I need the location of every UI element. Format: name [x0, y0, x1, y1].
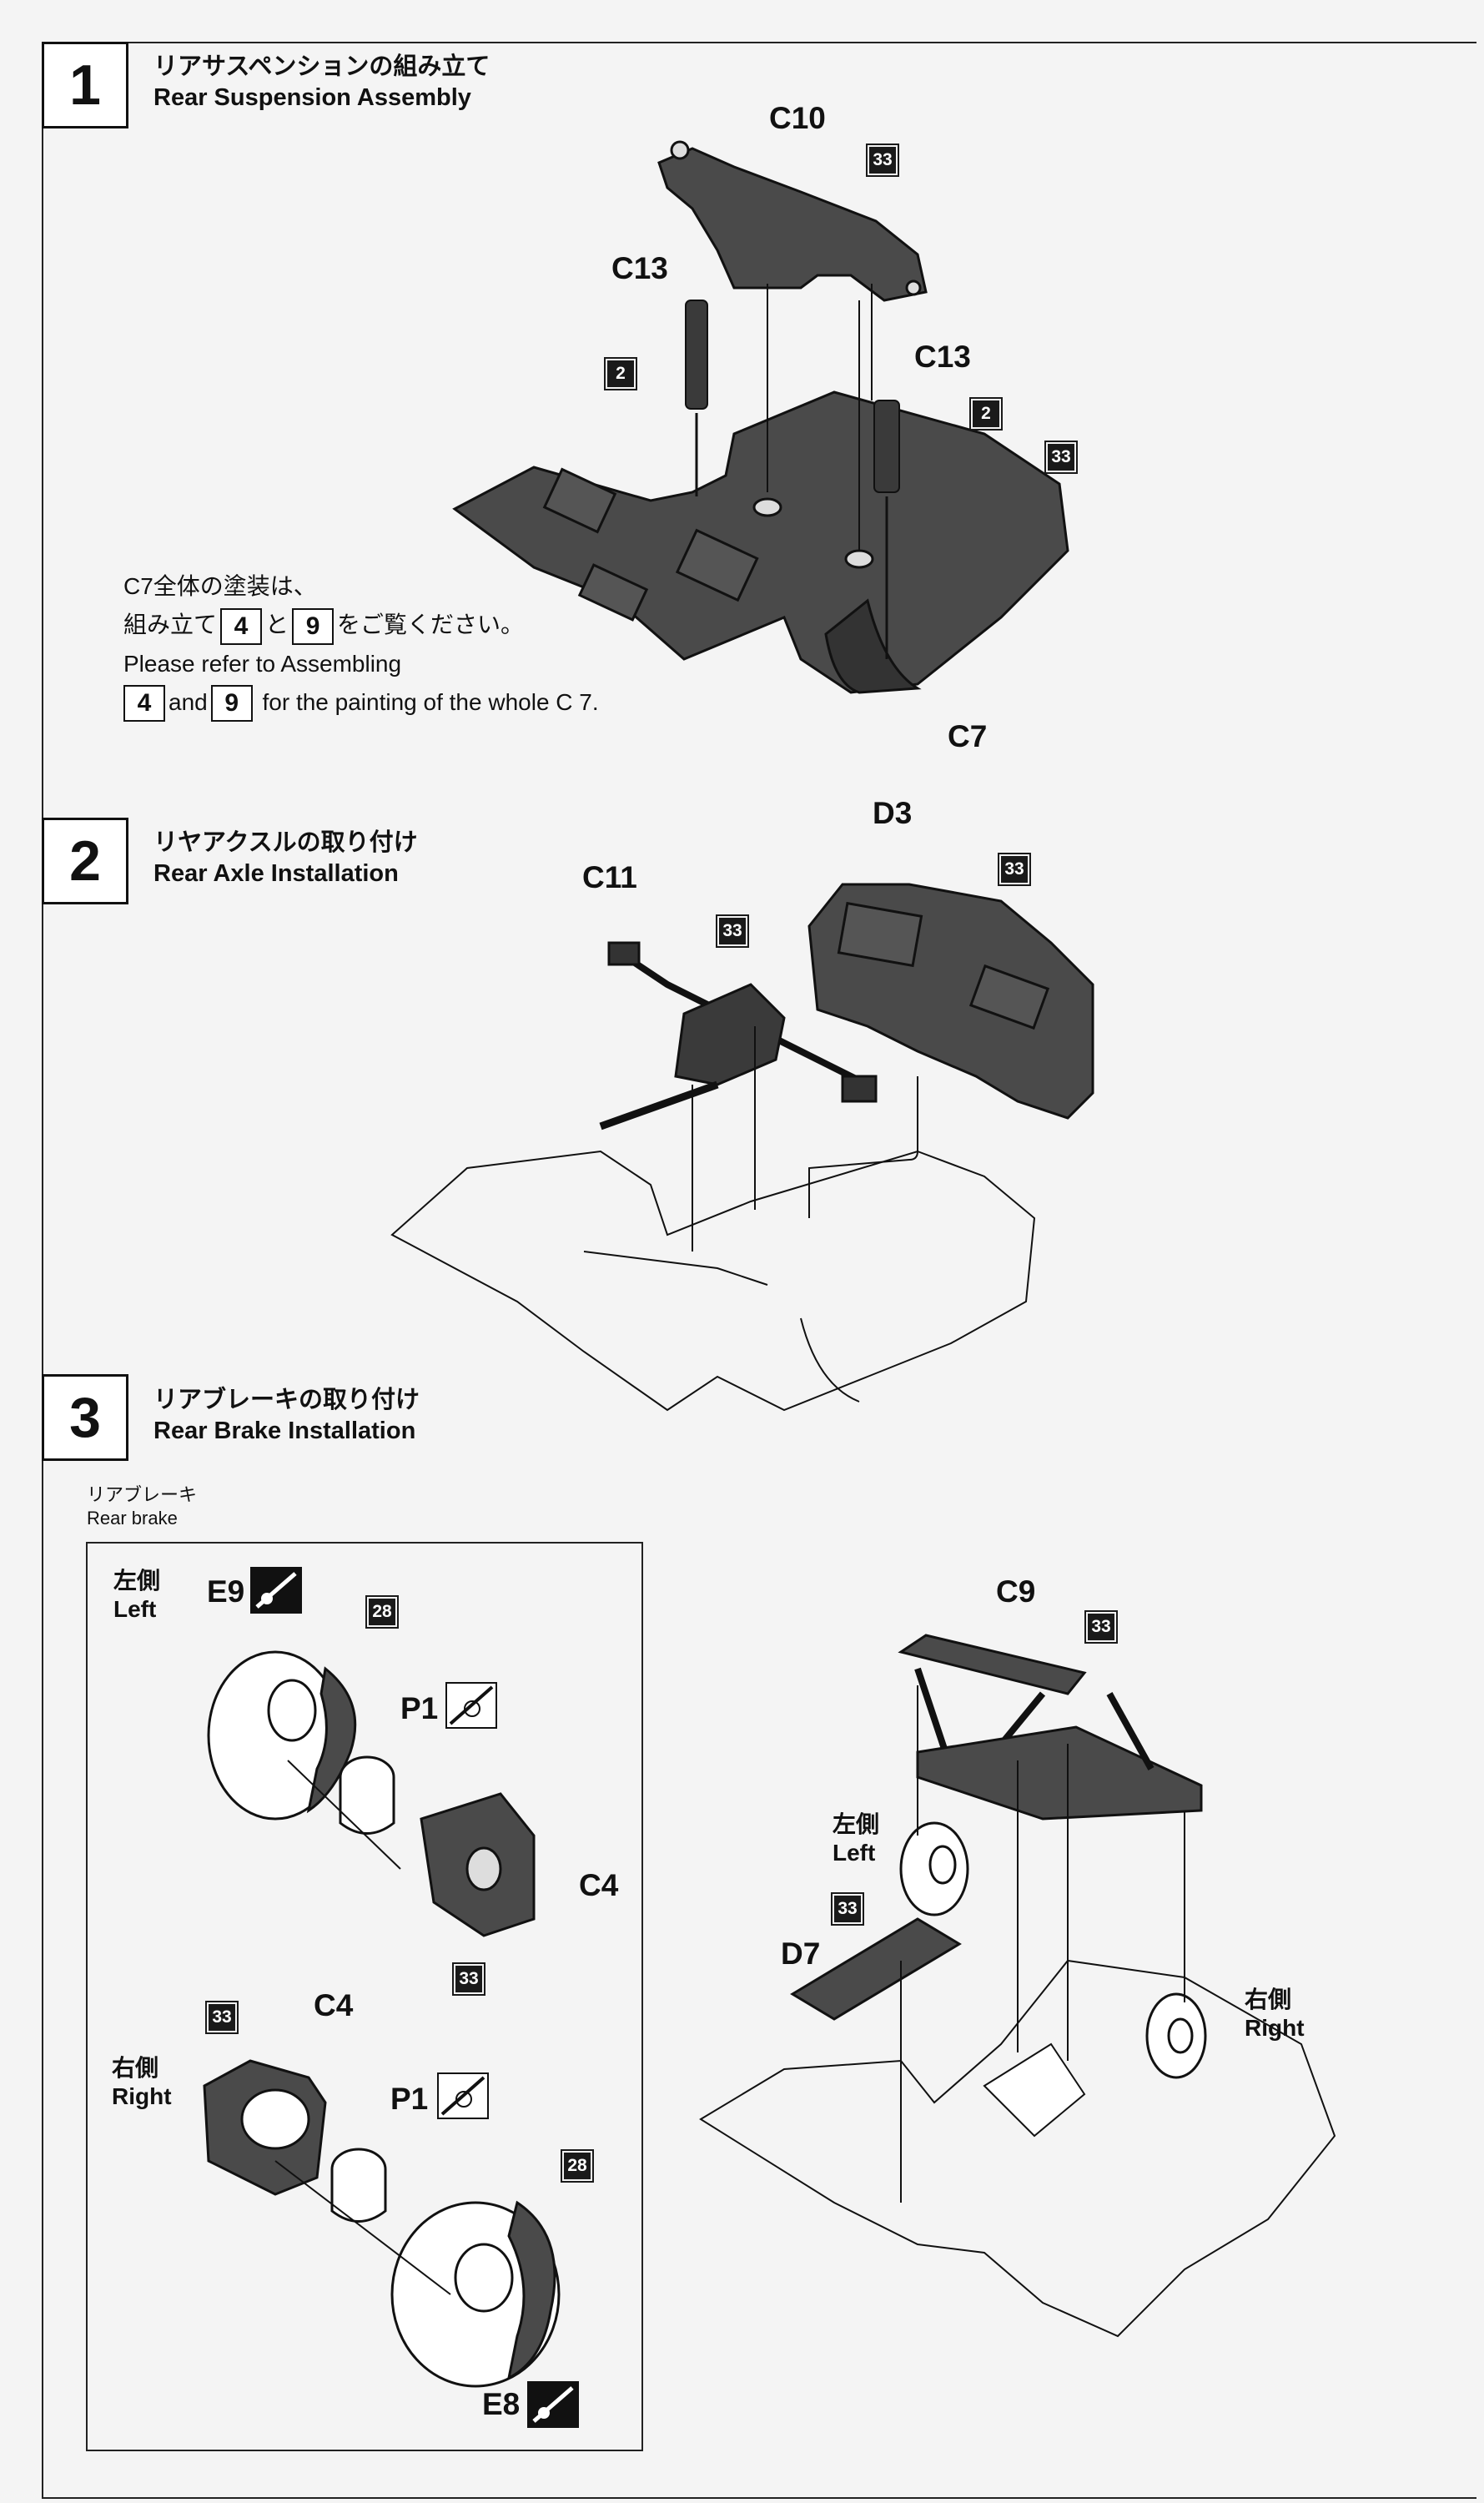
- part-d7-plate: [790, 1917, 962, 2021]
- ref-step-9: 9: [292, 607, 335, 645]
- left-side-label-en: Left: [113, 1596, 157, 1622]
- step-1-guide-lines: [767, 284, 873, 551]
- part-label-d3: D3: [873, 796, 913, 830]
- note-en-line1: Please refer to Assembling: [123, 650, 402, 677]
- guide-line-top: [287, 1760, 401, 1870]
- step-1-title-en: Rear Suspension Assembly: [153, 84, 471, 111]
- assembly-left-hub: [899, 1821, 969, 1916]
- paint-code-e9-pad: 28: [365, 1595, 399, 1629]
- part-label-d7: D7: [781, 1936, 821, 1971]
- step-3-title-en: Rear Brake Installation: [153, 1418, 416, 1444]
- assembly-right-label: 右側 Right: [1245, 1986, 1305, 2042]
- part-label-c11: C11: [582, 860, 637, 894]
- part-c11-axle: [599, 941, 878, 1131]
- paint-code-d3: 33: [998, 853, 1031, 886]
- assembly-right-label-jp: 右側: [1245, 1987, 1292, 2012]
- paint-code-c10: 33: [866, 144, 899, 177]
- assembly-left-label: 左側 Left: [833, 1811, 879, 1867]
- left-side-label-jp: 左側: [113, 1568, 161, 1594]
- note-jp-and: と: [265, 612, 289, 637]
- part-c4-bottom: [203, 2059, 327, 2196]
- ref-step-9-en: 9: [210, 685, 253, 723]
- step-number-2: 2: [42, 818, 128, 904]
- guide-line-bottom: [274, 2160, 451, 2295]
- assembly-right-label-en: Right: [1245, 2015, 1305, 2041]
- part-c10: [657, 140, 928, 302]
- no-glue-icon-p1-bottom: [437, 2072, 489, 2119]
- step-number-3: 3: [42, 1374, 128, 1461]
- part-c13-left: [685, 300, 708, 496]
- paint-code-c4-top: 33: [452, 1962, 485, 1996]
- step-1-title-jp: リアサスペンションの組み立て: [153, 53, 490, 80]
- paint-code-axle: 33: [716, 914, 749, 948]
- right-side-label-en: Right: [112, 2083, 172, 2109]
- part-label-c13-left: C13: [611, 251, 668, 285]
- step-2-title: リヤアクスルの取り付け Rear Axle Installation: [153, 828, 418, 889]
- part-label-e9: E9: [207, 1574, 245, 1609]
- paint-code-spring-left: 2: [604, 357, 637, 390]
- ref-step-4-en: 4: [123, 685, 165, 723]
- part-label-p1-bottom: P1: [390, 2082, 429, 2116]
- page-frame: [42, 42, 1476, 2499]
- paint-code-body: 33: [1044, 441, 1078, 474]
- part-c4-top: [420, 1792, 536, 1937]
- part-label-c13-right: C13: [914, 340, 971, 374]
- step-2-title-en: Rear Axle Installation: [153, 860, 399, 887]
- part-label-c9: C9: [996, 1574, 1036, 1609]
- chassis-c7: [452, 390, 1069, 694]
- note-jp-text: 組み立て: [123, 612, 218, 637]
- part-label-p1-top: P1: [400, 1691, 439, 1725]
- step-3-guide-lines: [900, 1685, 1185, 2203]
- note-en-tail: for the painting of the whole C 7.: [262, 688, 599, 715]
- right-side-label-jp: 右側: [112, 2055, 159, 2081]
- part-label-c4-bottom: C4: [314, 1988, 354, 2022]
- right-side-label: 右側 Right: [112, 2054, 172, 2111]
- part-label-c4-top: C4: [579, 1868, 619, 1902]
- part-p1-top: [339, 1755, 395, 1835]
- note-jp-tail: をご覧ください。: [337, 612, 525, 637]
- left-side-label: 左側 Left: [113, 1567, 160, 1624]
- step-3-title: リアブレーキの取り付け Rear Brake Installation: [153, 1385, 420, 1447]
- rear-brake-subtitle: リアブレーキ Rear brake: [87, 1483, 197, 1530]
- paint-code-e8-pad: 28: [561, 2149, 594, 2183]
- step-2-title-jp: リヤアクスルの取り付け: [153, 829, 418, 856]
- part-label-c7: C7: [948, 719, 988, 753]
- no-glue-icon-p1-top: [445, 1682, 497, 1729]
- note-jp-line1: C7全体の塗装は、: [123, 573, 317, 599]
- part-c9-frame: [898, 1634, 1203, 1821]
- step-1-title: リアサスペンションの組み立て Rear Suspension Assembly: [153, 52, 490, 113]
- part-e9-disc: [207, 1650, 357, 1821]
- glue-icon-e9: [250, 1567, 302, 1614]
- part-label-e8: E8: [482, 2387, 521, 2421]
- chassis-outline: [390, 1150, 1036, 1412]
- paint-code-spring-right: 2: [969, 397, 1003, 431]
- part-c13-right: [873, 400, 900, 659]
- rear-brake-subtitle-en: Rear brake: [87, 1508, 178, 1528]
- assembly-chassis: [699, 1959, 1336, 2338]
- paint-code-c9: 33: [1084, 1610, 1118, 1644]
- glue-icon-e8: [527, 2381, 579, 2428]
- rear-brake-subtitle-jp: リアブレーキ: [87, 1484, 198, 1505]
- paint-code-c4-bottom: 33: [205, 2001, 239, 2034]
- step-number-1: 1: [42, 42, 128, 128]
- note-en-and: and: [169, 688, 208, 715]
- ref-step-4: 4: [220, 607, 263, 645]
- step-2-guide-lines: [692, 1026, 918, 1252]
- assembly-left-label-jp: 左側: [833, 1811, 880, 1837]
- part-e8-disc: [390, 2200, 561, 2388]
- part-p1-bottom: [330, 2148, 387, 2223]
- assembly-left-label-en: Left: [833, 1840, 876, 1866]
- rear-brake-detail-box: [86, 1542, 643, 2451]
- step-3-title-jp: リアブレーキの取り付け: [153, 1387, 420, 1413]
- part-d3: [807, 883, 1094, 1120]
- assembly-right-hub: [1145, 1992, 1207, 2079]
- part-label-c10: C10: [769, 101, 826, 135]
- paint-code-d7: 33: [831, 1892, 864, 1926]
